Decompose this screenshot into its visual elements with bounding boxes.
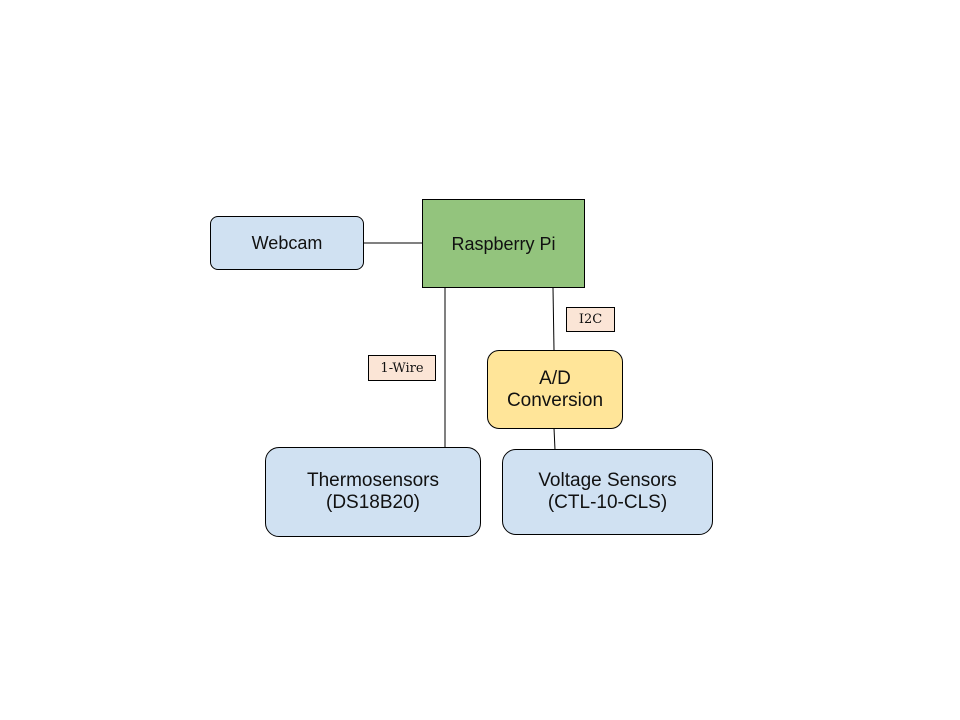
webcam-label-line-1: Webcam [251,233,323,253]
voltage-sensors-label-line-2: (CTL-10-CLS) [547,492,668,513]
ad-conversion-label-line-2: Conversion [506,389,604,411]
connector-ad-conversion-voltage-sensors [553,427,556,451]
thermosensors-label-line-1: Thermosensors [307,470,439,491]
voltage-sensors-label-line-1: Voltage Sensors [538,470,677,491]
ad-conversion-node: A/D Conversion [487,350,623,429]
raspberry-pi-label: Raspberry Pi [451,233,555,255]
webcam-node: Webcam [210,216,364,270]
thermosensors-node: Thermosensors (DS18B20) [265,447,481,537]
one-wire-label: 1-Wire [368,355,436,381]
raspberry-pi-node: Raspberry Pi [422,199,585,288]
i2c-label: I2C [566,307,615,332]
ad-conversion-label: A/D Conversion [507,368,603,412]
voltage-sensors-label: Voltage Sensors (CTL-10-CLS) [538,470,676,514]
thermosensors-label: Thermosensors (DS18B20) [307,470,439,514]
raspberry-pi-label-line-1: Raspberry Pi [451,233,556,254]
webcam-label: Webcam [252,232,323,254]
thermosensors-label-line-2: (DS18B20) [326,492,420,513]
ad-conversion-label-line-1: A/D [539,367,571,389]
voltage-sensors-node: Voltage Sensors (CTL-10-CLS) [502,449,713,535]
connector-raspberry-pi-ad-conversion [552,287,555,351]
